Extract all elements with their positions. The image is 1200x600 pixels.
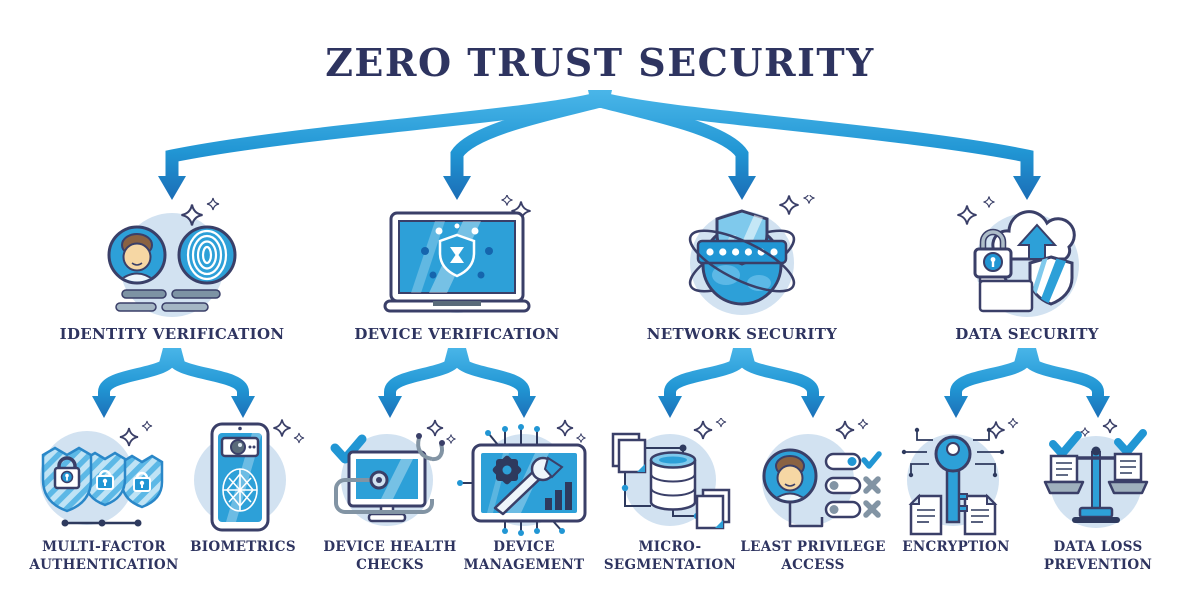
- subnode-label: DEVICE MANAGEMENT: [463, 539, 585, 574]
- subnode-least-privilege-access: LEAST PRIVILEGE ACCESS: [738, 418, 888, 574]
- subnode-label: ENCRYPTION: [902, 539, 1010, 555]
- sparkle-icon: [778, 195, 816, 216]
- root-connector: [158, 90, 1041, 200]
- multi-factor-authentication-icon: [40, 420, 164, 527]
- sparkle-icon: [693, 418, 727, 440]
- sparkle-icon: [556, 419, 586, 443]
- sparkle-icon: [1080, 418, 1118, 437]
- subnode-label: MULTI-FACTOR AUTHENTICATION: [29, 539, 179, 574]
- subnode-label: MICRO-SEGMENTATION: [603, 539, 737, 574]
- branch-identity-verification: IDENTITY VERIFICATION: [59, 195, 285, 343]
- sparkle-icon: [119, 420, 153, 447]
- device-verification-icon: [383, 195, 532, 313]
- branch-data-security: DATA SECURITY: [917, 195, 1137, 343]
- subnode-label: BIOMETRICS: [190, 539, 296, 555]
- device-health-checks-icon: [330, 419, 456, 526]
- branch-label: IDENTITY VERIFICATION: [59, 325, 285, 343]
- split-connectors: [92, 348, 1110, 418]
- subnode-label: DEVICE HEALTH CHECKS: [323, 539, 457, 574]
- subnode-micro-segmentation: MICRO-SEGMENTATION: [595, 418, 745, 574]
- sparkle-icon: [986, 418, 1019, 440]
- subnode-label: DATA LOSS PREVENTION: [1043, 539, 1153, 574]
- subnode-biometrics: BIOMETRICS: [168, 418, 318, 556]
- subnode-multi-factor-authentication: MULTI-FACTOR AUTHENTICATION: [29, 418, 179, 574]
- network-security-icon: [688, 195, 816, 315]
- micro-segmentation-icon: [611, 418, 731, 530]
- subnode-data-loss-prevention: DATA LOSS PREVENTION: [1023, 418, 1173, 574]
- sparkle-icon: [956, 195, 996, 226]
- encryption-icon: [901, 418, 1019, 536]
- branch-network-security: NETWORK SECURITY: [632, 195, 852, 343]
- data-security-icon: [956, 195, 1079, 317]
- subnode-label: LEAST PRIVILEGE ACCESS: [740, 539, 886, 574]
- branch-label: DATA SECURITY: [955, 325, 1099, 343]
- sparkle-icon: [272, 418, 305, 444]
- branch-label: DEVICE VERIFICATION: [354, 325, 560, 343]
- branch-label: NETWORK SECURITY: [646, 325, 838, 343]
- subnode-device-management: DEVICE MANAGEMENT: [449, 418, 599, 574]
- sparkle-icon: [835, 418, 869, 440]
- subnode-device-health-checks: DEVICE HEALTH CHECKS: [315, 418, 465, 574]
- page-title: ZERO TRUST SECURITY: [325, 40, 875, 85]
- identity-verification-icon: [107, 197, 237, 317]
- biometrics-icon: [194, 418, 305, 532]
- device-management-icon: [457, 419, 587, 536]
- least-privilege-access-icon: [762, 418, 882, 528]
- subnode-encryption: ENCRYPTION: [881, 418, 1031, 556]
- data-loss-prevention-icon: [1043, 418, 1149, 528]
- branch-device-verification: DEVICE VERIFICATION: [347, 195, 567, 343]
